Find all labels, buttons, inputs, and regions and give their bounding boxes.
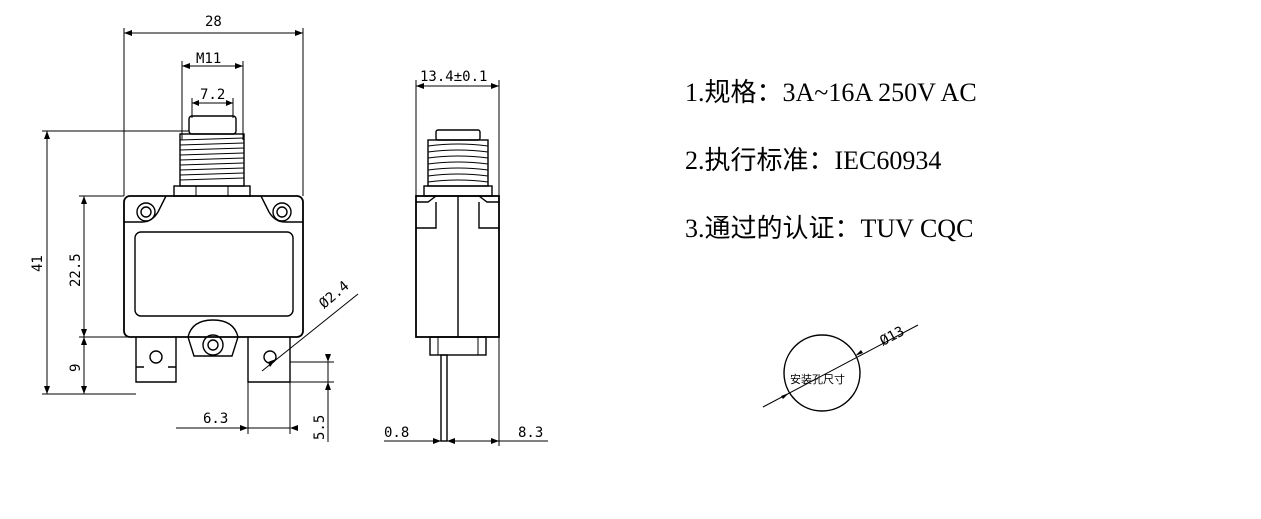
spec-line-rating: 1.规格：3A~16A 250V AC — [685, 78, 977, 107]
dim-height-41: 41 — [30, 255, 46, 272]
side-view: 13.4±0.1 0.8 8.3 — [384, 69, 548, 446]
dim-body-22-5: 22.5 — [68, 253, 84, 287]
dim-button-7-2: 7.2 — [200, 87, 225, 103]
spec-line-certification: 3.通过的认证：TUV CQC — [685, 214, 974, 243]
dim-width-28: 28 — [205, 14, 222, 30]
mount-hole-diameter: Ø13 — [877, 324, 907, 350]
dim-hole-2-4: Ø2.4 — [316, 278, 352, 312]
mount-hole-label: 安装孔尺寸 — [790, 372, 845, 386]
dim-thread-13-4: 13.4±0.1 — [420, 69, 487, 85]
dim-pin-8-3: 8.3 — [518, 425, 543, 441]
dim-terminal-9: 9 — [68, 364, 84, 372]
dim-thread-m11: M11 — [196, 51, 221, 67]
spec-line-standard: 2.执行标准：IEC60934 — [685, 146, 942, 175]
dim-terminal-6-3: 6.3 — [203, 411, 228, 427]
dim-pin-0-8: 0.8 — [384, 425, 409, 441]
mount-hole-diagram: 安装孔尺寸 Ø13 — [762, 324, 919, 412]
dim-terminal-5-5: 5.5 — [312, 415, 328, 440]
front-view: 28 M11 7.2 — [30, 14, 359, 442]
